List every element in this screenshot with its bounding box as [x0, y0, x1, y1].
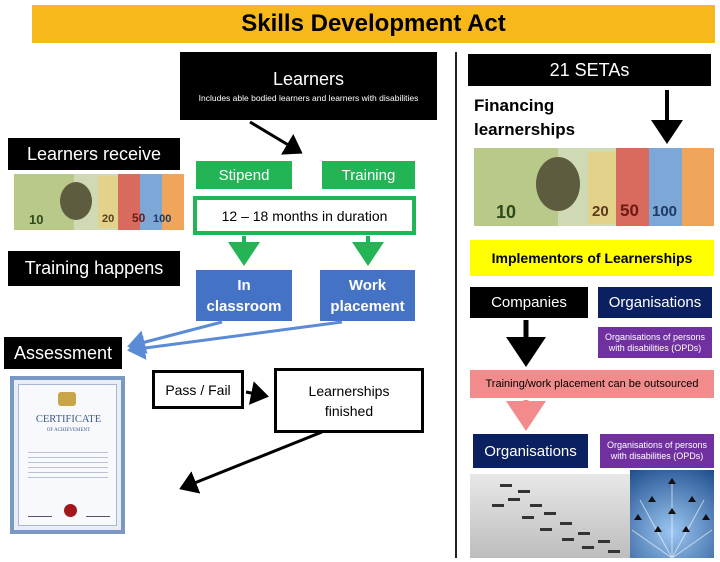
setas-box: 21 SETAs — [468, 54, 711, 86]
banknotes-image-left: 10 20 50 100 — [14, 174, 184, 230]
certificate-title: CERTIFICATE — [35, 414, 102, 425]
svg-text:100: 100 — [153, 213, 171, 225]
arrow-finished-to-certificate — [179, 430, 323, 494]
learners-box: Learners Includes able bodied learners a… — [180, 52, 437, 120]
training-happens-box: Training happens — [8, 251, 180, 286]
implementors-banner: Implementors of Learnerships — [470, 240, 714, 276]
svg-text:20: 20 — [592, 203, 609, 220]
certificate-text-lines — [28, 448, 108, 478]
certificate-emblem-icon — [58, 392, 76, 406]
certificate-subtitle: OF ACHIEVEMENT — [46, 428, 91, 433]
banknotes-image-right: 10 20 50 100 — [474, 148, 714, 226]
arrow-passfail-to-finished — [245, 381, 269, 405]
certificate-signature-left — [28, 516, 52, 517]
training-box: Training — [322, 161, 415, 189]
stipend-box: Stipend — [196, 161, 292, 189]
aircraft-formation-image — [470, 474, 630, 558]
certificate-image: CERTIFICATE OF ACHIEVEMENT — [10, 376, 125, 534]
aircraft-diamond-formation-image — [630, 470, 714, 558]
organisations-top-box: Organisations — [598, 287, 712, 318]
svg-text:20: 20 — [102, 213, 114, 225]
arrow-learners-to-stipend — [249, 120, 303, 155]
learners-receive-box: Learners receive — [8, 138, 180, 170]
banknotes-icon: 10 20 50 100 — [474, 148, 714, 226]
organisations-bottom-box: Organisations — [473, 434, 588, 468]
in-classroom-box: In classroom — [196, 270, 292, 321]
outsourced-banner: Training/work placement can be outsource… — [470, 370, 714, 398]
learners-subtext: Includes able bodied learners and learne… — [198, 92, 419, 103]
companies-box: Companies — [470, 287, 588, 318]
svg-text:50: 50 — [132, 211, 146, 225]
svg-text:10: 10 — [29, 212, 43, 227]
assessment-box: Assessment — [4, 337, 122, 369]
opd-bottom-box: Organisations of persons with disabiliti… — [600, 434, 714, 468]
opd-top-box: Organisations of persons with disabiliti… — [598, 327, 712, 358]
aircraft-formation-icon — [492, 484, 620, 553]
svg-text:10: 10 — [496, 202, 516, 222]
arrow-workplacement-to-assessment — [127, 320, 343, 360]
section-divider — [455, 52, 457, 558]
financing-label: Financing learnerships — [474, 96, 576, 139]
svg-text:100: 100 — [652, 203, 677, 220]
svg-text:50: 50 — [620, 201, 639, 220]
duration-box: 12 – 18 months in duration — [193, 196, 416, 235]
certificate-signature-right — [86, 516, 110, 517]
learners-heading: Learners — [272, 68, 345, 89]
certificate-seal-icon — [64, 504, 77, 517]
page-title: Skills Development Act — [32, 5, 715, 43]
pass-fail-box: Pass / Fail — [152, 370, 244, 409]
aircraft-diamond-icon — [631, 478, 713, 558]
work-placement-box: Work placement — [320, 270, 415, 321]
arrow-classroom-to-assessment — [127, 320, 223, 354]
banknotes-icon: 10 20 50 100 — [14, 174, 184, 230]
learnerships-finished-box: Learnerships finished — [274, 368, 424, 433]
